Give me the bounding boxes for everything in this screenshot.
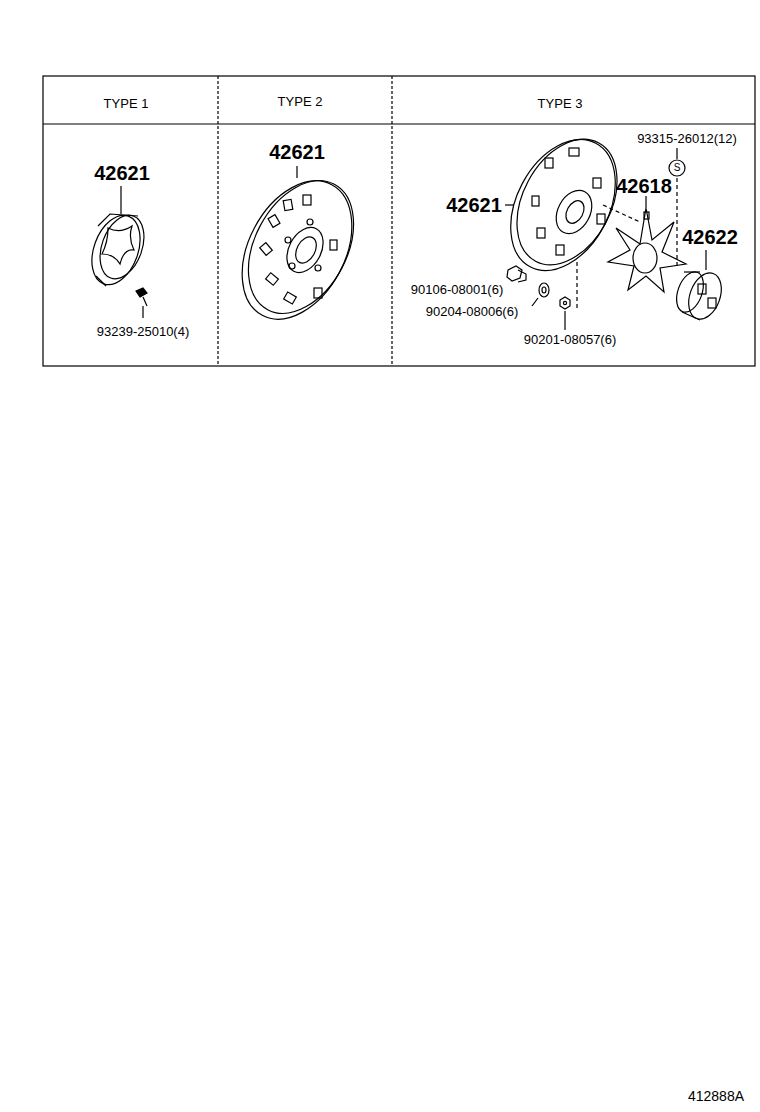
table-border: [43, 76, 755, 366]
symbol-circle: [669, 160, 685, 176]
washer: [539, 283, 549, 297]
screw: [136, 288, 147, 306]
leader-line: [705, 250, 706, 270]
column-heading: TYPE 3: [538, 97, 583, 110]
callout-number: 42621: [94, 163, 150, 183]
leader-line: [676, 148, 677, 159]
part-number: 90201-08057(6): [524, 333, 617, 346]
leader-line: [505, 204, 514, 205]
dashed-line: [676, 178, 677, 268]
dashed-line: [576, 262, 577, 310]
figure-id: 412888A: [688, 1089, 744, 1103]
leader-line: [142, 306, 143, 318]
leader-line: [564, 311, 565, 330]
part-number: 90106-08001(6): [411, 283, 504, 296]
dashed-line: [603, 205, 640, 222]
part-number: 93315-26012(12): [637, 132, 737, 145]
symbol-letter: S: [674, 163, 681, 173]
column-heading: TYPE 2: [278, 95, 323, 108]
leader-line: [532, 298, 538, 306]
center-cap: [672, 268, 728, 324]
table-rule: [43, 123, 755, 124]
nut: [560, 297, 570, 309]
part-number: 93239-25010(4): [97, 325, 190, 338]
spider-plate: [608, 208, 686, 292]
leader-line: [645, 196, 646, 208]
leader-line: [296, 166, 297, 178]
column-divider: [217, 76, 218, 366]
callout-number: 42621: [446, 195, 502, 215]
callout-number: 42622: [682, 227, 738, 247]
callout-number: 42618: [616, 176, 672, 196]
callout-number: 42621: [269, 142, 325, 162]
center-cap: [83, 209, 152, 292]
column-divider: [391, 76, 392, 366]
part-number: 90204-08006(6): [426, 305, 519, 318]
bolt: [507, 266, 526, 282]
wheel-cover: [220, 162, 375, 338]
column-heading: TYPE 1: [104, 97, 149, 110]
leader-line: [120, 186, 121, 214]
